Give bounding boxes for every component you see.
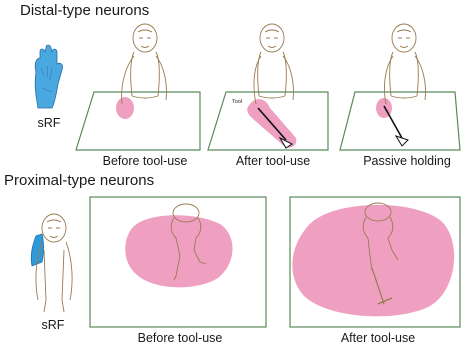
table-outline	[76, 92, 200, 150]
shoulder-receptive-field-icon	[31, 214, 72, 312]
tool-rake	[384, 106, 402, 138]
distal-caption-after: After tool-use	[218, 154, 328, 168]
hand-receptive-field-icon	[35, 45, 62, 108]
proximal-panel-before	[90, 197, 266, 327]
proximal-panel-after	[290, 197, 460, 327]
tool-rake-head	[396, 136, 408, 146]
receptive-field	[116, 97, 134, 119]
receptive-field	[292, 205, 454, 316]
distal-panel-before	[76, 24, 200, 150]
distal-caption-before: Before tool-use	[95, 154, 195, 168]
distal-panel-passive	[340, 24, 460, 150]
distal-panel-after	[208, 24, 328, 150]
proximal-caption-before: Before tool-use	[120, 331, 240, 345]
proximal-srf-label: sRF	[36, 318, 70, 332]
distal-caption-passive: Passive holding	[352, 154, 462, 168]
tool-tag: Tool	[232, 99, 242, 105]
proximal-caption-after: After tool-use	[318, 331, 438, 345]
distal-srf-label: sRF	[34, 116, 64, 130]
